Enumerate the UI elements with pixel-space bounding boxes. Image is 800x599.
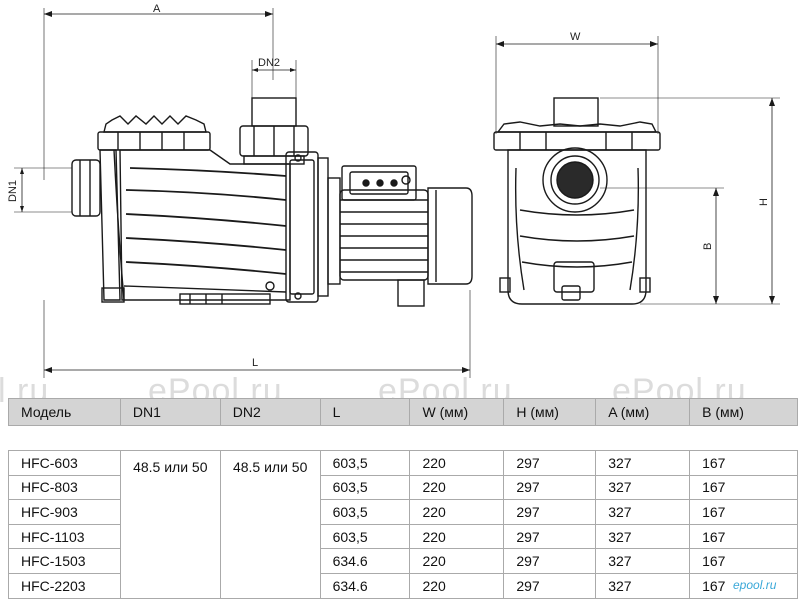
table-row: HFC-1503 634.6 220 297 327 167 [8,548,798,574]
header-w: W (мм) [409,398,505,426]
header-a: A (мм) [595,398,691,426]
table-spacer-row [8,425,798,451]
dimension-l-label: L [252,357,258,369]
cell-w: 220 [409,523,505,549]
cell-h: 297 [503,499,597,525]
cell-h: 297 [503,474,597,500]
cell-l: 603,5 [319,499,411,525]
cell-b: 167 [689,548,798,574]
pump-side-view [14,8,473,378]
table-header-row: Модель DN1 DN2 L W (мм) H (мм) A (мм) B … [8,398,798,426]
cell-l: 634.6 [319,572,411,599]
header-h: H (мм) [503,398,597,426]
table-row: HFC-603 48.5 или 50 48.5 или 50 603,5 22… [8,450,798,599]
cell-dn1: 48.5 или 50 [119,450,221,599]
cell-w: 220 [409,499,505,525]
cell-a: 327 [595,572,691,599]
table-row: HFC-1103 603,5 220 297 327 167 [8,523,798,549]
dimension-w-label: W [570,31,581,43]
cell-dn2: 48.5 или 50 [219,450,321,599]
cell-l: 603,5 [319,474,411,500]
header-dn1: DN1 [119,398,221,426]
specifications-table: Модель DN1 DN2 L W (мм) H (мм) A (мм) B … [8,398,798,599]
cell-a: 327 [595,450,691,476]
header-model: Модель [8,398,121,426]
cell-w: 220 [409,450,505,476]
cell-b: 167 [689,474,798,500]
cell-l: 603,5 [319,450,411,476]
dimension-dn2-label: DN2 [258,57,280,69]
cell-model: HFC-1103 [8,523,121,549]
cell-a: 327 [595,499,691,525]
cell-b: 167 [689,523,798,549]
pump-technical-drawing: A DN2 DN1 L W H B [7,3,780,378]
table-row: HFC-803 603,5 220 297 327 167 [8,474,798,500]
dimension-a-label: A [153,3,161,15]
cell-b: 167 [689,450,798,476]
pump-front-view [493,36,780,305]
header-b: B (мм) [689,398,798,426]
cell-w: 220 [409,572,505,599]
cell-l: 634.6 [319,548,411,574]
header-dn2: DN2 [219,398,321,426]
cell-h: 297 [503,450,597,476]
cell-model: HFC-603 [8,450,121,476]
cell-a: 327 [595,523,691,549]
cell-h: 297 [503,548,597,574]
table-row: HFC-903 603,5 220 297 327 167 [8,499,798,525]
dimension-dn1-label: DN1 [7,180,19,202]
cell-model: HFC-803 [8,474,121,500]
dimension-b-label: B [702,243,714,250]
cell-w: 220 [409,548,505,574]
cell-b: 167 [689,572,798,599]
cell-w: 220 [409,474,505,500]
cell-a: 327 [595,548,691,574]
cell-h: 297 [503,523,597,549]
cell-h: 297 [503,572,597,599]
epool-logo: epool.ru [733,578,777,592]
cell-model: HFC-1503 [8,548,121,574]
cell-model: HFC-2203 [8,572,121,599]
cell-b: 167 [689,499,798,525]
cell-model: HFC-903 [8,499,121,525]
cell-a: 327 [595,474,691,500]
dimension-h-label: H [758,198,770,206]
cell-l: 603,5 [319,523,411,549]
header-l: L [319,398,411,426]
